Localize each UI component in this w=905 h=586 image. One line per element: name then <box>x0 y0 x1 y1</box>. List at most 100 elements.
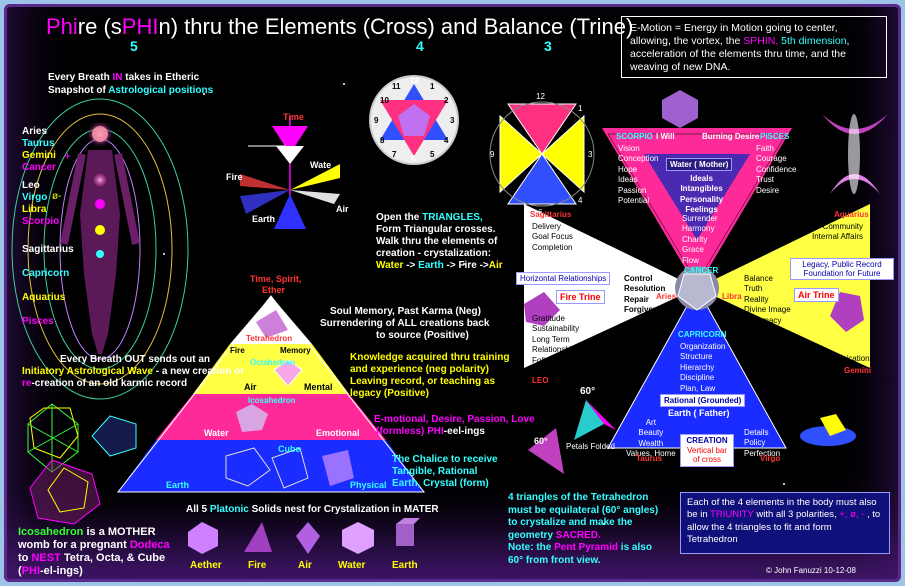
platonic-caption: All 5 Platonic Solids nest for Crystaliz… <box>186 504 439 515</box>
spin-earth-label: Earth <box>252 214 276 224</box>
star-number: 11 <box>392 82 401 91</box>
breath-in-line2: Snapshot of Astrological positions <box>48 85 214 96</box>
communications-label: Communications <box>814 354 874 363</box>
emotional-line2: (formless) PHI-eel-ings <box>376 426 485 437</box>
capricorn-label: CAPRICORN <box>678 330 727 339</box>
hourglass-graphic <box>489 101 595 207</box>
air-label: Air <box>244 382 257 392</box>
aries-label: Aries <box>656 292 677 301</box>
open-triangles-line3: Walk thru the elements of <box>376 236 498 247</box>
hourglass-number: 1 <box>578 104 583 113</box>
icosa-note-line1: Icosahedron is a MOTHER <box>18 526 156 538</box>
breath-out-line1: Every Breath OUT sends out an <box>60 354 211 365</box>
star-number: 10 <box>380 96 389 105</box>
number-5: 5 <box>130 38 138 54</box>
water-mother-box: Water ( Mother) <box>666 158 733 171</box>
star-number: 12 <box>410 76 419 85</box>
star-number: 4 <box>444 136 449 145</box>
earth-father-label: Earth ( Father) <box>668 408 730 418</box>
spin-air-label: Air <box>336 204 349 214</box>
air-trine-box: Air Trine <box>794 288 839 302</box>
svg-text:+: + <box>64 149 71 163</box>
human-energy-figure: + ø- <box>11 98 189 400</box>
number-3: 3 <box>544 38 552 54</box>
mental-label: Mental <box>304 382 333 392</box>
breath-out-line3: re-creation of an old karmic record <box>22 378 188 389</box>
tetrahedron-label: Tetrahedron <box>246 334 293 343</box>
water-label: Water <box>204 428 229 438</box>
sign-aries: Aries <box>22 126 48 137</box>
sign-libra: Libra <box>22 204 47 215</box>
icosa-note-line4: (PHI-el-ings) <box>18 565 83 577</box>
sign-aquarius: Aquarius <box>22 292 66 303</box>
icosahedron-label: Icosahedron <box>248 396 296 405</box>
hourglass-number: 12 <box>536 92 545 101</box>
burning-desire-label: Burning Desire <box>702 132 760 141</box>
star-number: 1 <box>430 82 435 91</box>
open-triangles-line4: creation - crystalization: <box>376 248 492 259</box>
solid-label-earth: Earth <box>392 560 418 571</box>
breath-out-line2: Initiatory Astrological Wave - a new cre… <box>22 366 245 377</box>
nested-solids-illustration <box>27 403 137 525</box>
solid-label-air: Air <box>298 560 312 571</box>
sign-taurus: Taurus <box>22 138 55 149</box>
sign-leo: Leo <box>22 180 40 191</box>
star-number: 7 <box>392 150 397 159</box>
emotional-label: Emotional <box>316 428 360 438</box>
sign-scorpio: Scorpio <box>22 216 60 227</box>
knowledge-line3: Leaving record, or teaching as <box>350 376 496 387</box>
emotional-line1: E-motional, Desire, Passion, Love <box>374 414 535 425</box>
memory-label: Memory <box>280 346 311 355</box>
diagram-canvas: + ø- <box>4 4 901 582</box>
open-triangles-line1: Open the TRIANGLES, <box>376 212 483 223</box>
star-number: 8 <box>380 136 385 145</box>
soul-line1: Soul Memory, Past Karma (Neg) <box>330 306 481 317</box>
i-will-label: I Will <box>656 132 675 141</box>
legacy-box: Legacy, Public Record Foundation for Fut… <box>790 258 894 280</box>
horizontal-relationships-box: Horizontal Relationships <box>516 272 611 285</box>
svg-text:ø-: ø- <box>52 191 61 202</box>
pyramid-top-line2: Ether <box>262 285 286 295</box>
spin-fire-label: Fire <box>226 172 243 182</box>
solid-label-aether: Aether <box>190 560 222 571</box>
sixty-degree-label-2: 60° <box>534 436 548 446</box>
icosa-note-line2: womb for a pregnant Dodeca <box>18 539 170 551</box>
sign-pisces: Pisces <box>22 316 54 327</box>
gemini-label: Gemini <box>844 366 872 375</box>
element-cross <box>524 90 870 449</box>
vortex-graphic <box>800 114 888 446</box>
hourglass-number: 3 <box>588 150 593 159</box>
open-triangles-line2: Form Triangular crosses. <box>376 224 496 235</box>
sixty-degree-label: 60° <box>580 386 596 397</box>
tetra-note: 4 triangles of the Tetrahedron must be e… <box>508 492 659 566</box>
star-number: 3 <box>450 116 455 125</box>
icosa-note-line3: to NEST Tetra, Octa, & Cube <box>18 552 166 564</box>
aquarius-label: Aquarius <box>834 210 869 219</box>
hourglass-number: 6 <box>538 208 543 217</box>
soul-line2: Surrendering of ALL creations back <box>320 318 490 329</box>
soul-line3: to source (Positive) <box>376 330 469 341</box>
sign-cancer: Cancer <box>22 162 56 173</box>
sign-gemini: Gemini <box>22 150 56 161</box>
sign-virgo: Virgo <box>22 192 48 203</box>
fire-label: Fire <box>230 346 245 355</box>
leo-label: LEO <box>532 376 549 385</box>
knowledge-line1: Knowledge acquired thru training <box>350 352 510 363</box>
hourglass-number: 9 <box>490 150 495 159</box>
chalice-line2: Tangible, Rational <box>392 466 478 477</box>
platonic-solids-row <box>188 518 420 554</box>
pyramid-top-line1: Time, Spirit, <box>250 274 302 284</box>
chalice-line3: Earth, Crystal (form) <box>392 478 489 489</box>
solid-label-fire: Fire <box>248 560 267 571</box>
chalice-line1: The Chalice to receive <box>392 454 498 465</box>
